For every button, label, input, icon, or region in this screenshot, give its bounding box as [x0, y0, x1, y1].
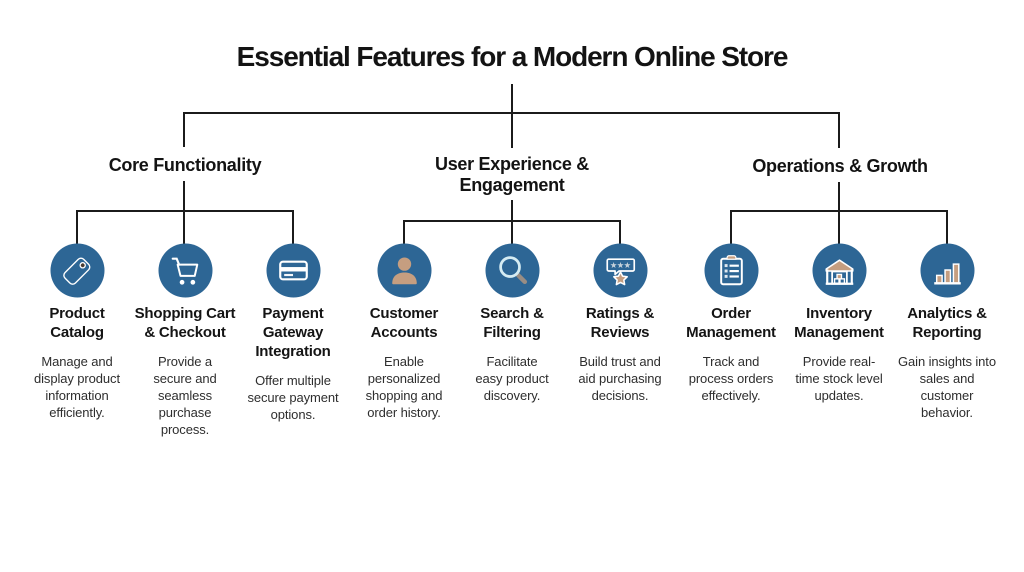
search-icon: [484, 243, 540, 298]
warehouse-icon: [811, 243, 867, 298]
feature-description: Track and process orders effectively.: [688, 354, 774, 403]
tag-icon: [49, 243, 105, 298]
feature-description: Enable personalized shopping and order h…: [365, 354, 443, 420]
feature-search-filtering: Search & Filtering Facilitate easy produ…: [457, 243, 567, 404]
feature-analytics-reporting: Analytics & Reporting Gain insights into…: [892, 243, 1002, 421]
credit-card-icon: [265, 243, 321, 298]
person-icon: [376, 243, 432, 298]
bar-chart-icon: [919, 243, 975, 298]
feature-shopping-cart: Shopping Cart & Checkout Provide a secur…: [130, 243, 240, 438]
feature-description: Provide a secure and seamless purchase p…: [153, 354, 217, 437]
svg-text:★: ★: [623, 260, 630, 270]
branch-header-core-functionality: Core Functionality: [108, 155, 262, 175]
feature-title: Search & Filtering: [480, 305, 544, 341]
feature-title: Payment Gateway Integration: [255, 305, 331, 360]
feature-description: Gain insights into sales and customer be…: [898, 354, 996, 420]
feature-description: Facilitate easy product discovery.: [475, 354, 549, 403]
feature-ratings-reviews: ★★★ Ratings & Reviews Build trust and ai…: [565, 243, 675, 404]
feature-title: Product Catalog: [49, 305, 105, 341]
feature-description: Manage and display product information e…: [34, 354, 120, 420]
feature-inventory-management: Inventory Management Provide real- time …: [784, 243, 894, 404]
feature-description: Offer multiple secure payment options.: [247, 373, 339, 422]
feature-description: Provide real- time stock level updates.: [795, 354, 883, 403]
page-title: Essential Features for a Modern Online S…: [236, 41, 789, 72]
shopping-cart-icon: [157, 243, 213, 298]
branch-header-operations-growth: Operations & Growth: [752, 156, 928, 176]
feature-title: Shopping Cart & Checkout: [134, 305, 236, 341]
feature-title: Inventory Management: [794, 305, 884, 341]
feature-product-catalog: Product Catalog Manage and display produ…: [22, 243, 132, 421]
feature-customer-accounts: Customer Accounts Enable personalized sh…: [349, 243, 459, 421]
reviews-icon: ★★★: [592, 243, 648, 298]
feature-title: Analytics & Reporting: [907, 305, 987, 341]
svg-text:★: ★: [609, 260, 616, 270]
feature-title: Order Management: [686, 305, 776, 341]
feature-description: Build trust and aid purchasing decisions…: [578, 354, 662, 403]
svg-text:★: ★: [616, 260, 623, 270]
feature-title: Customer Accounts: [369, 305, 439, 341]
branch-header-user-experience: User Experience & Engagement: [435, 154, 589, 195]
feature-title: Ratings & Reviews: [585, 305, 655, 341]
clipboard-icon: [703, 243, 759, 298]
feature-order-management: Order Management Track and process order…: [676, 243, 786, 404]
feature-payment-gateway: Payment Gateway Integration Offer multip…: [238, 243, 348, 423]
